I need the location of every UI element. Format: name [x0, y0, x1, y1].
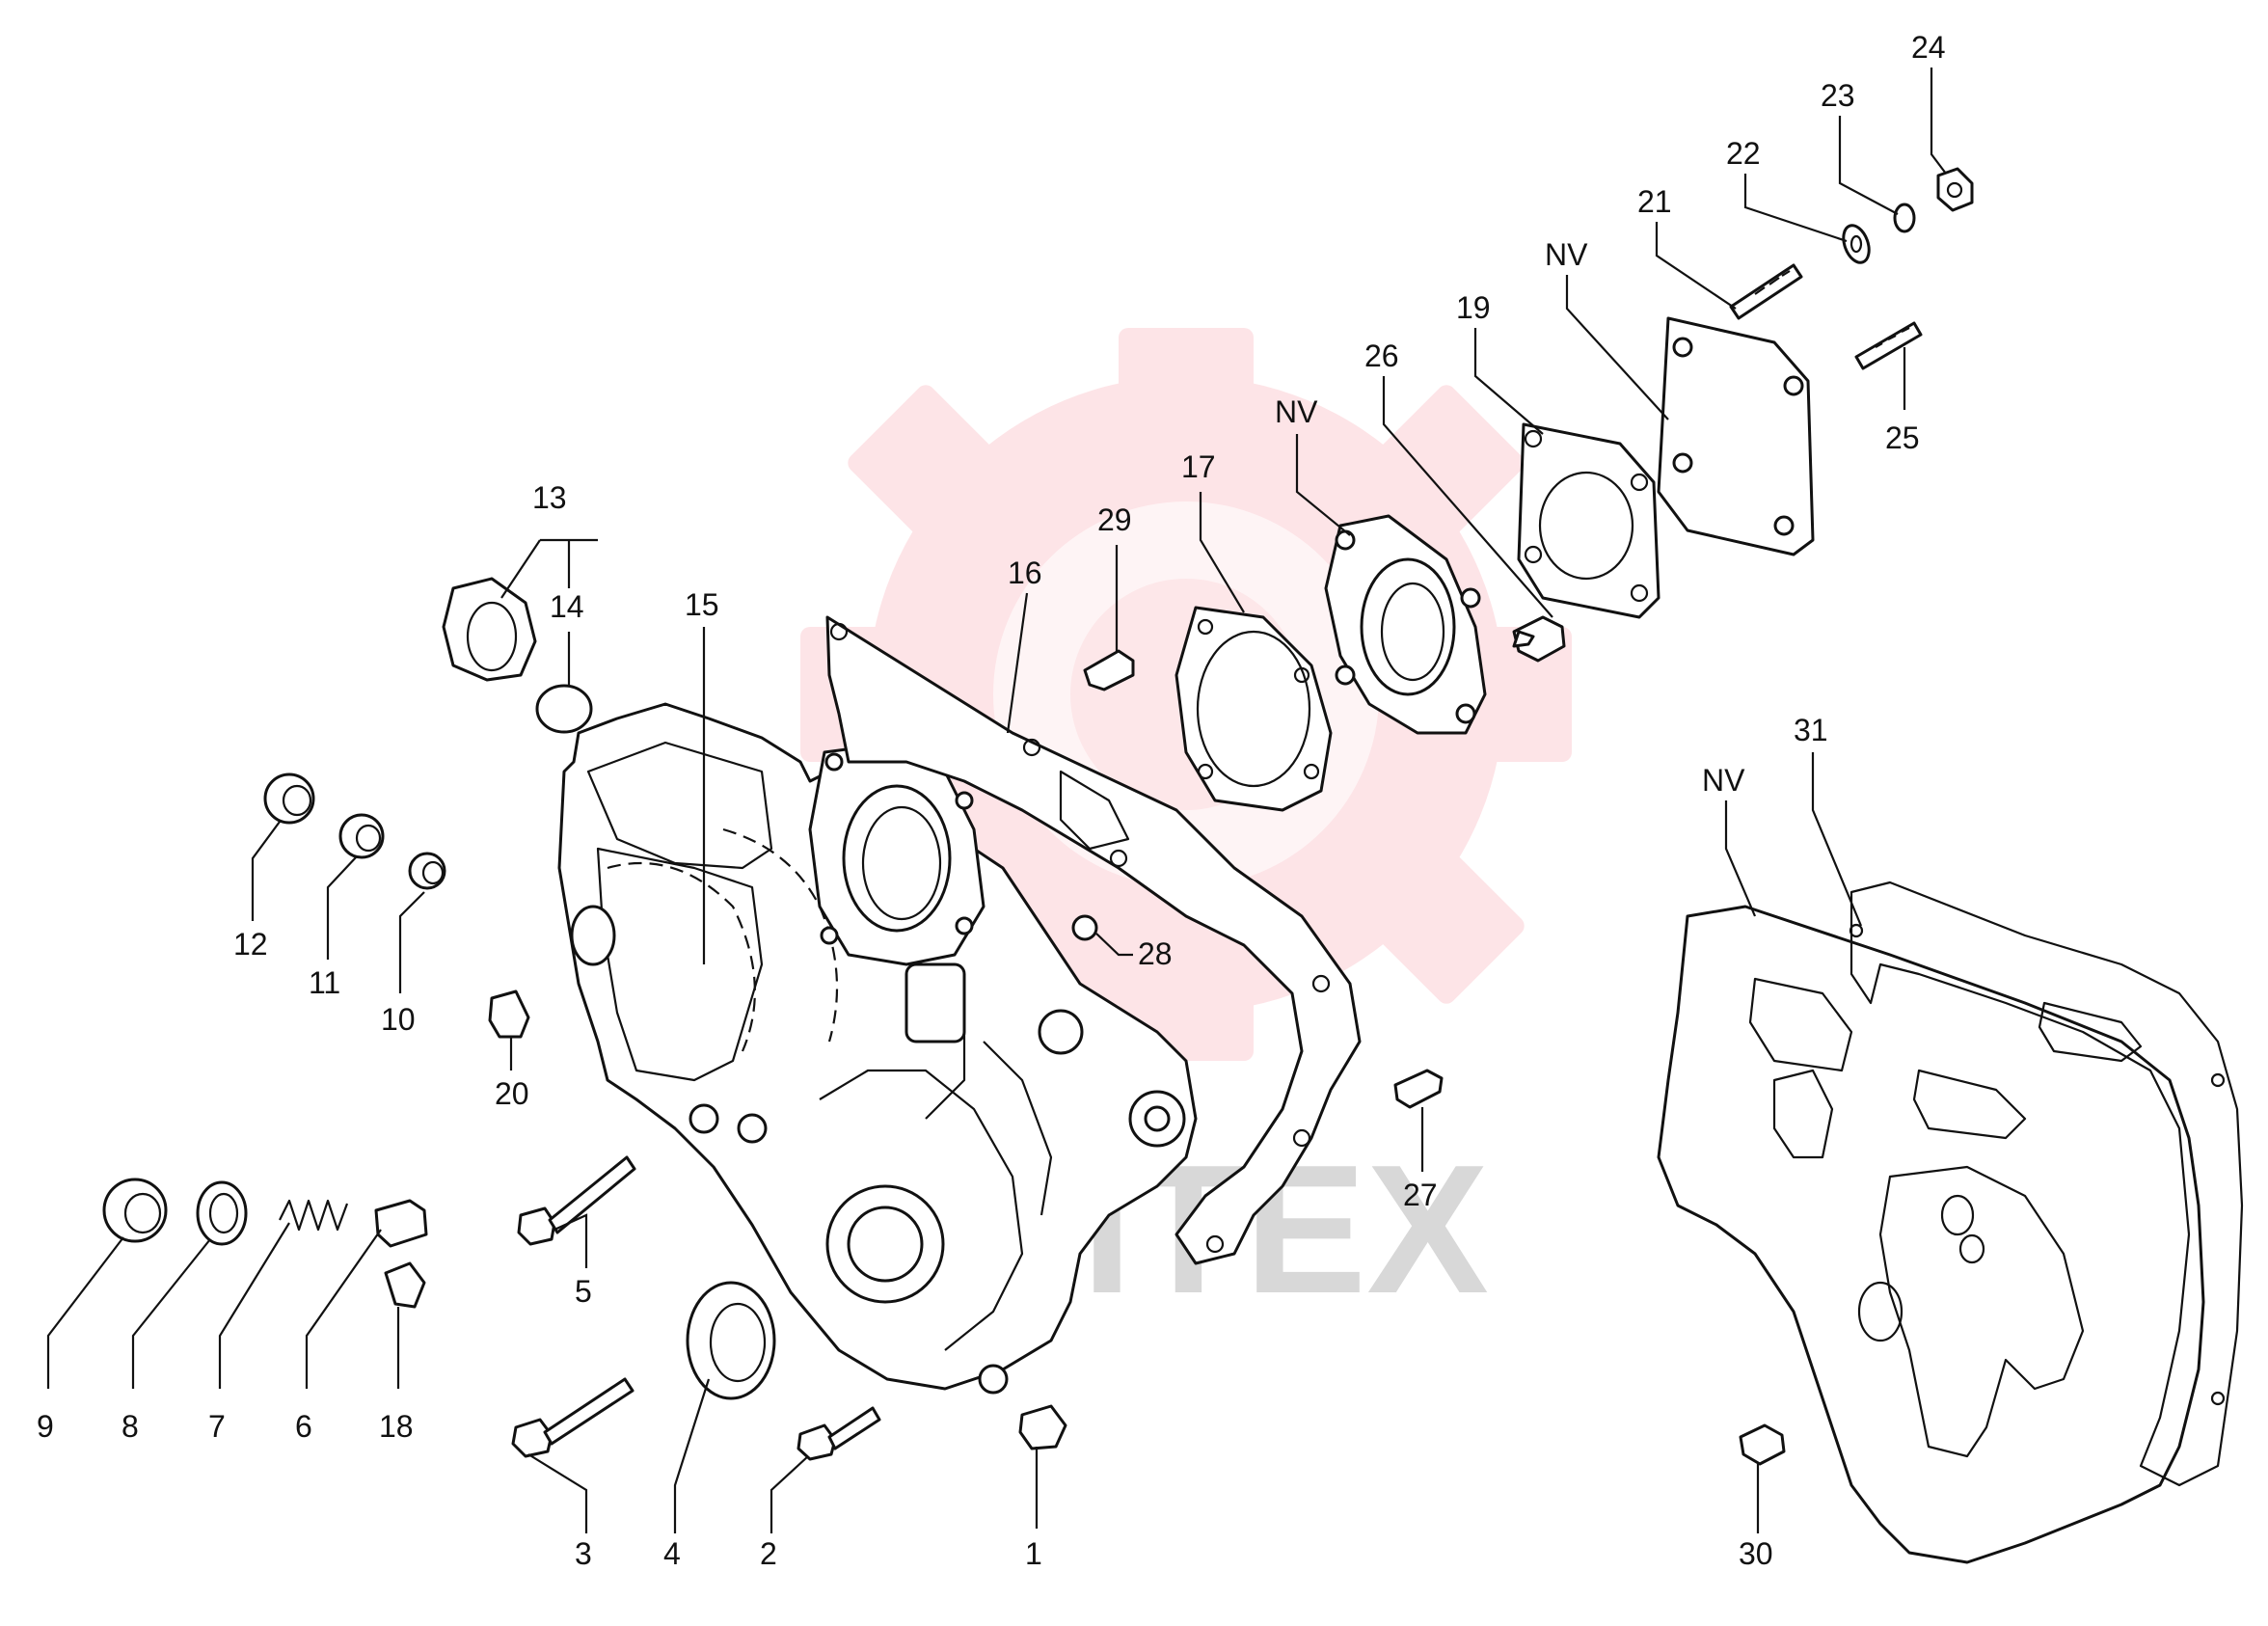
leader-9 [46, 1236, 124, 1389]
callout-16: 16 [1008, 556, 1042, 590]
leader-nv1 [1295, 434, 1351, 536]
parts-illustration [102, 167, 2244, 1564]
callout-8: 8 [122, 1409, 139, 1444]
leader-3 [527, 1453, 588, 1533]
part-6-plunger [374, 1199, 428, 1248]
leader-22 [1743, 174, 1848, 243]
leader-12 [251, 821, 281, 921]
part-20-plug [488, 989, 530, 1039]
part-11-bushing [338, 813, 385, 859]
part-2-bolt [796, 1406, 881, 1461]
callout-14: 14 [550, 589, 584, 624]
part-14-o-ring [535, 684, 593, 734]
part-25-stud [1854, 321, 1923, 370]
callout-nv-large-plate: NV [1702, 763, 1745, 798]
part-30-bolt [1739, 1423, 1786, 1466]
part-15-timing-cover [557, 702, 1198, 1395]
leader-8 [131, 1238, 211, 1389]
leader-26 [1382, 376, 1553, 618]
part-19-square-gasket [1517, 422, 1660, 619]
leader-nv2 [1565, 275, 1669, 420]
part-18-plug [384, 1261, 426, 1309]
leader-6 [305, 1229, 382, 1389]
part-nv-large-plate [1657, 905, 2205, 1564]
leader-28 [1095, 933, 1133, 957]
part-27-bolt [1393, 1069, 1444, 1109]
callout-labels: 1 2 3 4 5 6 7 8 9 10 11 12 13 14 15 16 1… [37, 30, 1946, 1571]
leader-4 [673, 1378, 711, 1533]
part-5-bolt [517, 1155, 636, 1246]
callout-24: 24 [1911, 30, 1946, 65]
callout-20: 20 [495, 1076, 529, 1111]
part-17-flange-gasket [1174, 606, 1333, 812]
callout-15: 15 [685, 587, 719, 622]
part-28-small-o-ring [1071, 914, 1098, 941]
part-10-bushing [408, 852, 446, 890]
callout-29: 29 [1097, 502, 1132, 537]
callout-12: 12 [233, 927, 268, 962]
leader-16 [1006, 592, 1029, 734]
part-3-bolt [511, 1377, 634, 1458]
leader-19 [1473, 328, 1544, 435]
leader-24 [1930, 68, 1947, 175]
callout-6: 6 [295, 1409, 312, 1444]
callout-2: 2 [760, 1536, 777, 1571]
part-29-bolt [1083, 649, 1135, 691]
leader-5 [554, 1213, 588, 1268]
leader-lines [46, 68, 1947, 1533]
callout-22: 22 [1726, 136, 1761, 171]
leader-nv3 [1724, 800, 1757, 917]
callout-9: 9 [37, 1409, 54, 1444]
leader-31 [1811, 752, 1863, 927]
callout-27: 27 [1403, 1178, 1438, 1212]
callout-4: 4 [663, 1536, 681, 1571]
leader-10 [398, 891, 425, 993]
leader-21 [1655, 222, 1737, 310]
callout-7: 7 [208, 1409, 226, 1444]
callout-28: 28 [1138, 936, 1173, 971]
part-8-seal [196, 1180, 248, 1246]
part-9-cap [102, 1178, 168, 1243]
leader-17 [1199, 492, 1245, 613]
part-13-housing-fitting [442, 577, 537, 682]
part-1-plug [1018, 1404, 1067, 1450]
callout-23: 23 [1821, 78, 1855, 113]
callout-13: 13 [532, 480, 567, 515]
callout-25: 25 [1885, 420, 1920, 455]
callout-18: 18 [379, 1409, 414, 1444]
callout-10: 10 [381, 1002, 416, 1037]
part-nv-bearing-housing [1324, 514, 1487, 735]
part-23-lock-washer [1893, 203, 1916, 233]
leader-23 [1838, 116, 1899, 215]
part-26-bolt [1512, 615, 1566, 663]
callout-1: 1 [1025, 1536, 1042, 1571]
callout-17: 17 [1181, 449, 1216, 484]
callout-5: 5 [575, 1274, 592, 1309]
part-21-stud [1729, 263, 1803, 320]
callout-19: 19 [1456, 290, 1491, 325]
part-24-nut [1936, 167, 1974, 212]
leader-2 [770, 1455, 809, 1533]
part-16-cover-gasket [825, 615, 1362, 1265]
leader-11 [326, 855, 358, 960]
part-31-large-gasket [1849, 881, 2244, 1487]
callout-31: 31 [1794, 713, 1828, 747]
part-22-washer [1842, 224, 1871, 264]
callout-11: 11 [309, 965, 340, 1000]
part-12-bushing [263, 772, 315, 825]
callout-30: 30 [1739, 1536, 1773, 1571]
callout-nv-housing: NV [1275, 394, 1318, 429]
leader-13 [500, 538, 598, 599]
leader-7 [218, 1222, 290, 1389]
part-4-oil-seal [686, 1281, 776, 1400]
callout-nv-plate: NV [1545, 237, 1588, 272]
callout-3: 3 [575, 1536, 592, 1571]
part-7-spring [279, 1199, 349, 1232]
callout-26: 26 [1364, 339, 1399, 373]
callout-21: 21 [1637, 184, 1672, 219]
part-nv-cover-plate [1657, 316, 1815, 556]
cover-flange [808, 741, 986, 966]
